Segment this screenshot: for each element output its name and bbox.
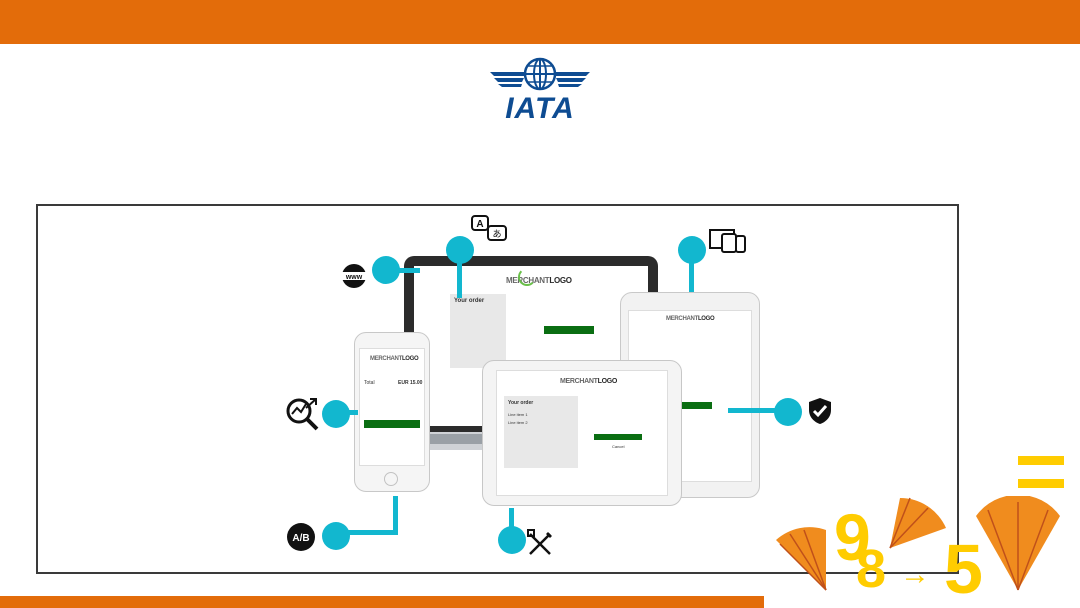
feature-frame: MERCHANTLOGO Your order MERCHANTLOGO MER… [36, 204, 959, 574]
design-tools-icon [526, 528, 556, 563]
landscape-pay-button[interactable] [594, 434, 642, 440]
globe-www-icon: www [340, 262, 368, 295]
node-multi-device [678, 236, 706, 264]
tablet-landscape-device: MERCHANTLOGO Your order Line item 1 Line… [482, 360, 682, 506]
laptop-pay-button[interactable] [544, 326, 594, 334]
svg-text:A/B: A/B [292, 533, 309, 544]
tablet-pay-button[interactable] [678, 402, 712, 409]
iata-logo: IATA [488, 54, 592, 124]
line-item-2: Line item 2 [508, 420, 528, 425]
cancel-link[interactable]: Cancel [612, 444, 625, 449]
number-nine: 9 [834, 500, 871, 574]
phone-device: MERCHANTLOGO Total EUR 15.00 [354, 332, 430, 492]
analytics-icon [284, 396, 320, 437]
phone-total-value: EUR 15.00 [398, 380, 423, 386]
connector-design-tools [509, 508, 514, 528]
svg-text:あ: あ [492, 229, 501, 240]
connector-global-web [398, 268, 420, 273]
fan-decoration-left [766, 520, 836, 605]
connector-ab-testing [348, 530, 398, 535]
devices-icon [708, 226, 748, 261]
phone-pay-button[interactable] [364, 420, 420, 428]
node-security [774, 398, 802, 426]
connector-multi-device [689, 262, 694, 292]
node-ab-testing [322, 522, 350, 550]
node-global-web [372, 256, 400, 284]
connector-ab-testing-vertical [393, 496, 398, 534]
connector-translation [457, 262, 462, 298]
number-five: 5 [944, 530, 983, 608]
number-eight: 8 [856, 539, 887, 599]
connector-analytics [348, 410, 358, 415]
arrow-symbol: → [900, 558, 930, 591]
svg-text:www: www [345, 274, 363, 281]
node-translation [446, 236, 474, 264]
node-design-tools [498, 526, 526, 554]
fan-decoration-right [972, 494, 1064, 601]
shield-check-icon [806, 396, 834, 431]
merchant-logo-suffix: LOGO [549, 276, 572, 285]
connector-security [728, 408, 776, 413]
svg-text:A: A [476, 219, 483, 230]
phone-total-label: Total [364, 380, 375, 386]
top-header-bar [0, 0, 1080, 44]
phone-home-button [384, 472, 398, 486]
translate-icon: A あ [470, 214, 510, 249]
node-analytics [322, 400, 350, 428]
bottom-footer-bar [0, 596, 764, 608]
iata-logo-text: IATA [505, 92, 575, 125]
ab-test-icon: A/B [286, 522, 316, 557]
order-title: Your order [454, 298, 485, 304]
line-item-1: Line item 1 [508, 412, 528, 417]
fan-decoration-center [880, 488, 950, 563]
equals-decoration [1018, 456, 1064, 488]
